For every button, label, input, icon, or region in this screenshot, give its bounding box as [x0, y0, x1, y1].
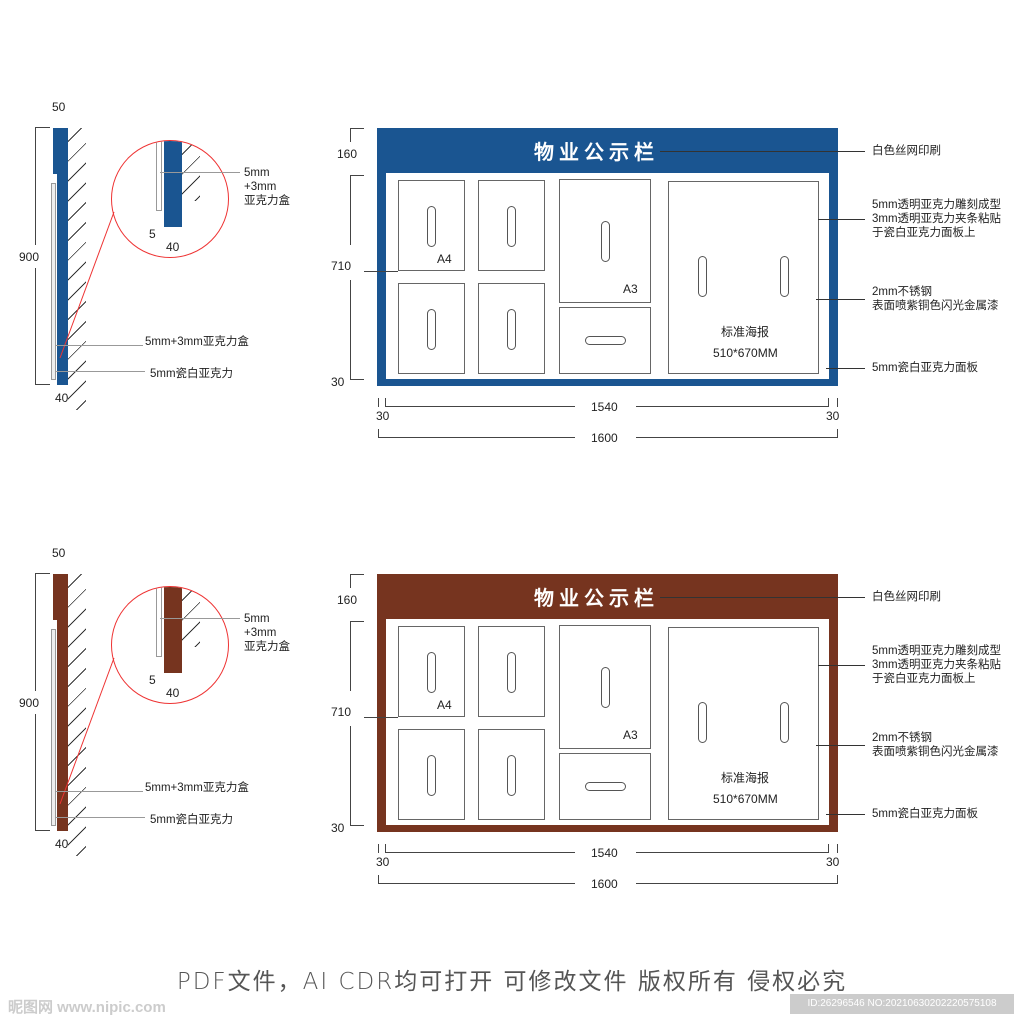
poster-holder: 标准海报 510*670MM [668, 181, 819, 374]
dim-30-right: 30 [826, 855, 840, 869]
dim-panel: 710 [331, 259, 352, 273]
dim-top: 50 [52, 100, 66, 114]
label-acrylic-box: 5mm+3mm亚克力盒 [145, 336, 249, 348]
a4-holder [478, 180, 545, 271]
image-id: ID:26296546 NO:20210630202220575108 [790, 994, 1014, 1014]
a4-holder: A4 [398, 626, 465, 717]
footer-note: PDF文件，AI CDR均可打开 可修改文件 版权所有 侵权必究 [176, 969, 848, 995]
small-holder [559, 307, 651, 374]
detail-dim-40: 40 [166, 240, 180, 254]
side-frame-body [57, 616, 68, 831]
dim-header: 160 [337, 593, 358, 607]
detail-leader [59, 211, 115, 359]
dim-30-left: 30 [376, 409, 390, 423]
wall-hatching [68, 574, 86, 856]
dim-height: 900 [19, 250, 40, 264]
side-frame-body [57, 170, 68, 385]
dim-top: 50 [52, 546, 66, 560]
dim-30-right: 30 [826, 409, 840, 423]
dim-header: 160 [337, 147, 358, 161]
dim-bottom: 40 [55, 837, 69, 851]
board-title: 物业公示栏 [534, 588, 659, 610]
label-acrylic-panel: 5mm瓷白亚克力 [150, 368, 234, 380]
side-frame-top [53, 128, 68, 174]
dim-1600: 1600 [591, 431, 618, 445]
detail-circle [111, 586, 229, 704]
callout-steel: 2mm不锈钢表面喷紫铜色闪光金属漆 [872, 732, 999, 758]
dim-border: 30 [331, 821, 345, 835]
dim-bottom: 40 [55, 391, 69, 405]
a4-holder: A4 [398, 180, 465, 271]
a4-holder [398, 729, 465, 820]
callout-steel: 2mm不锈钢表面喷紫铜色闪光金属漆 [872, 286, 999, 312]
acrylic-strip [51, 629, 56, 826]
a4-holder [478, 729, 545, 820]
dim-height: 900 [19, 696, 40, 710]
dim-1540: 1540 [591, 846, 618, 860]
callout-panel: 5mm瓷白亚克力面板 [872, 362, 979, 374]
watermark-logo: 昵图网 www.nipic.com [8, 999, 166, 1016]
label-acrylic-panel: 5mm瓷白亚克力 [150, 814, 234, 826]
detail-dim-40: 40 [166, 686, 180, 700]
a4-holder [478, 283, 545, 374]
a4-holder [398, 283, 465, 374]
wall-hatching [68, 128, 86, 410]
dim-1540: 1540 [591, 400, 618, 414]
a4-holder [478, 626, 545, 717]
a3-holder: A3 [559, 625, 651, 749]
board-title: 物业公示栏 [534, 142, 659, 164]
poster-holder: 标准海报 510*670MM [668, 627, 819, 820]
dim-1600: 1600 [591, 877, 618, 891]
a3-holder: A3 [559, 179, 651, 303]
dim-border: 30 [331, 375, 345, 389]
detail-circle [111, 140, 229, 258]
detail-dim-5: 5 [149, 673, 156, 687]
dim-30-left: 30 [376, 855, 390, 869]
callout-print: 白色丝网印刷 [872, 591, 941, 603]
detail-dim-5: 5 [149, 227, 156, 241]
small-holder [559, 753, 651, 820]
detail-leader [59, 657, 115, 805]
dim-panel: 710 [331, 705, 352, 719]
label-acrylic-box: 5mm+3mm亚克力盒 [145, 782, 249, 794]
callout-panel: 5mm瓷白亚克力面板 [872, 808, 979, 820]
side-frame-top [53, 574, 68, 620]
acrylic-strip [51, 183, 56, 380]
callout-print: 白色丝网印刷 [872, 145, 941, 157]
